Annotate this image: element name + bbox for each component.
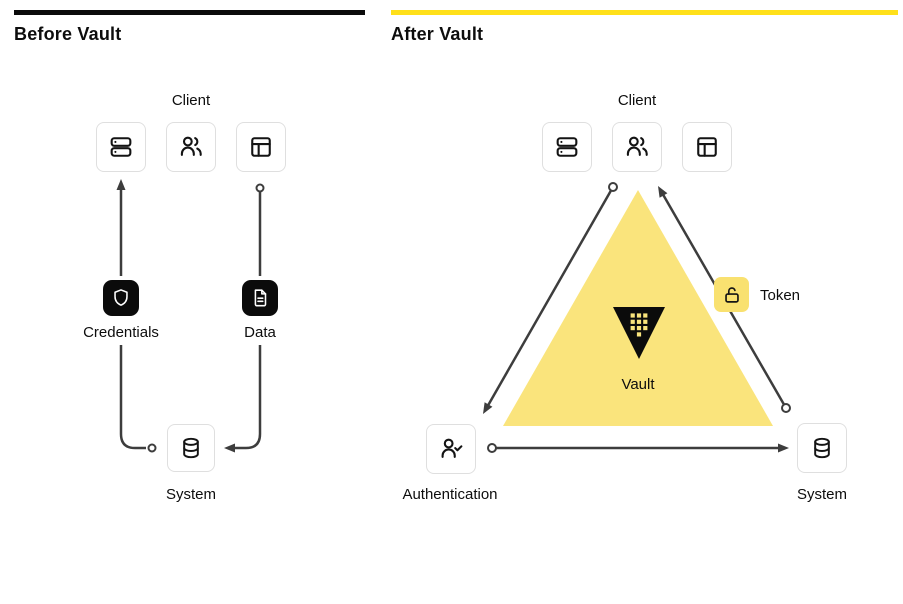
- after-client-users-box: [612, 122, 662, 172]
- arrow-client-to-authentication: [483, 182, 618, 414]
- token-label: Token: [760, 287, 801, 304]
- before-accent-bar: [14, 10, 365, 15]
- credentials-label: Credentials: [83, 324, 159, 341]
- users-icon: [180, 136, 202, 156]
- server-stack-icon: [110, 137, 132, 157]
- users-icon: [626, 136, 648, 156]
- layout-window-icon: [697, 137, 717, 157]
- connector-data-to-client: [255, 183, 265, 276]
- unlock-icon: [724, 286, 739, 303]
- arrow-credentials-to-client: [116, 179, 126, 276]
- server-stack-icon: [556, 137, 578, 157]
- arrow-data-to-system: [224, 345, 262, 453]
- database-icon: [183, 437, 199, 459]
- shield-icon: [114, 289, 128, 306]
- vault-label: Vault: [621, 376, 655, 393]
- authentication-box: [426, 424, 476, 474]
- after-client-servers-box: [542, 122, 592, 172]
- arrow-authentication-to-system: [487, 443, 789, 453]
- after-client-label: Client: [617, 92, 657, 109]
- after-system-box: [797, 423, 847, 473]
- credentials-box: [103, 280, 139, 316]
- document-icon: [254, 289, 267, 307]
- connector-credentials-to-system: [119, 345, 157, 453]
- before-client-label: Client: [171, 92, 211, 109]
- user-check-icon: [441, 438, 463, 458]
- after-title: After Vault: [391, 24, 484, 44]
- before-title: Before Vault: [14, 24, 122, 44]
- layout-window-icon: [251, 137, 271, 157]
- data-box: [242, 280, 278, 316]
- before-system-box: [167, 424, 215, 472]
- before-system-label: System: [165, 486, 216, 503]
- before-client-window-box: [236, 122, 286, 172]
- before-client-servers-box: [96, 122, 146, 172]
- after-system-label: System: [796, 486, 847, 503]
- authentication-label: Authentication: [402, 486, 498, 503]
- vault-logo: [613, 307, 665, 359]
- database-icon: [814, 437, 830, 459]
- token-box: [714, 277, 749, 312]
- data-label: Data: [244, 324, 276, 341]
- before-client-users-box: [166, 122, 216, 172]
- after-accent-bar: [391, 10, 898, 15]
- after-client-window-box: [682, 122, 732, 172]
